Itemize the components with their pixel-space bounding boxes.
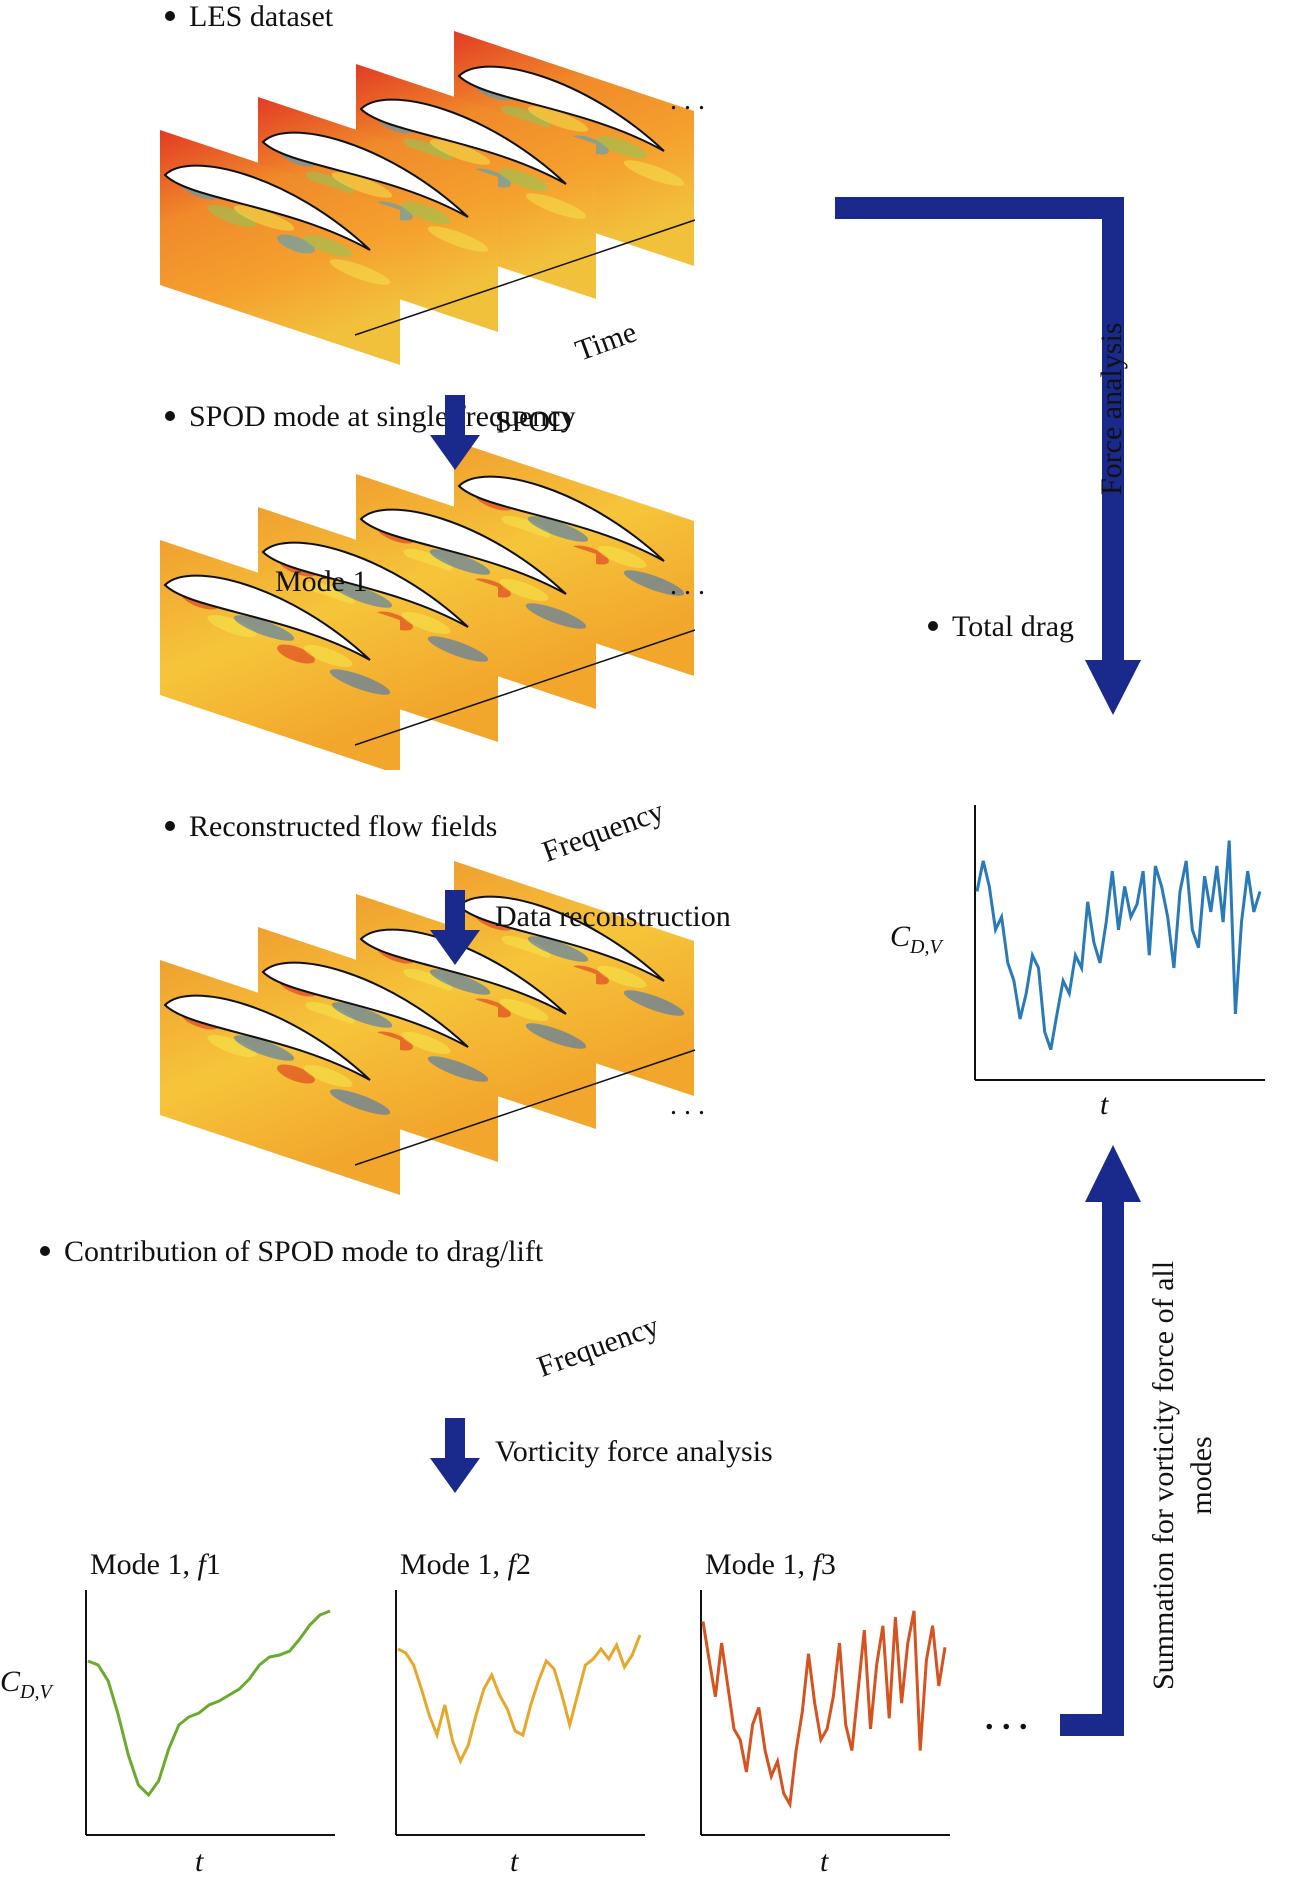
x-axis-label: t: [510, 1845, 519, 1878]
mode1-f3-chart: [700, 1590, 950, 1836]
airfoil-shape: [457, 895, 665, 982]
ellipsis: . . .: [670, 1090, 705, 1121]
down-arrow-icon: [430, 395, 480, 470]
airfoil-shape: [457, 65, 665, 152]
summation-label: Summation for vorticity force of all mod…: [1147, 1260, 1218, 1690]
force-analysis-arrow: [835, 197, 1141, 715]
les-flow-stack: [160, 31, 696, 365]
airfoil-shape: [163, 994, 371, 1081]
vorticity-arrow-label: Vorticity force analysis: [495, 1435, 773, 1468]
spod-mode-stack: [160, 441, 696, 770]
bullet-icon: [165, 821, 175, 832]
bullet-icon: [165, 11, 175, 22]
airfoil-shape: [359, 928, 567, 1015]
section-spod-mode: SPOD mode at single frequency: [165, 400, 576, 434]
y-axis-label: CD,V: [890, 920, 942, 958]
reconstructed-stack: [160, 861, 696, 1195]
airfoil-shape: [359, 98, 567, 185]
bullet-icon: [165, 411, 175, 422]
mini-chart-title: Mode 1, f1: [90, 1548, 221, 1581]
reconstruction-arrow-label: Data reconstruction: [495, 900, 731, 933]
down-arrow-icon: [430, 890, 480, 965]
mini-chart-title: Mode 1, f2: [400, 1548, 531, 1581]
spod-arrow-label: SPOD: [495, 405, 572, 438]
ellipsis: . . .: [670, 570, 705, 601]
airfoil-shape: [261, 541, 469, 628]
mode1-f2-chart: [395, 1590, 645, 1836]
down-arrow-icon: [430, 1418, 480, 1493]
airfoil-shape: [163, 574, 371, 661]
mode1-label: Mode 1: [275, 565, 368, 598]
total-drag-chart: [974, 805, 1265, 1081]
mini-chart-title: Mode 1, f3: [705, 1548, 836, 1581]
f2-series-line: [397, 1634, 642, 1765]
trailing-ellipsis: . . .: [985, 1700, 1028, 1737]
frequency-axis-label: Frequency: [533, 1309, 664, 1384]
airfoil-shape: [359, 508, 567, 595]
mode1-f1-chart: [85, 1590, 335, 1836]
x-axis-label: t: [1100, 1088, 1109, 1121]
bullet-icon: [928, 621, 938, 632]
bullet-icon: [40, 1246, 50, 1257]
ellipsis: . . .: [670, 85, 705, 116]
f3-series-line: [701, 1610, 947, 1809]
flow-field-panel: [160, 960, 400, 1195]
x-axis-label: t: [820, 1845, 829, 1878]
airfoil-shape: [261, 961, 469, 1048]
x-axis-label: t: [195, 1845, 204, 1878]
summation-arrow: [1060, 1145, 1141, 1736]
y-axis-label: CD,V: [0, 1665, 52, 1703]
section-reconstructed: Reconstructed flow fields: [165, 810, 497, 844]
airfoil-shape: [457, 475, 665, 562]
flow-field-panel: [160, 130, 400, 365]
f1-series-line: [87, 1609, 331, 1798]
force-analysis-label: Force analysis: [1095, 322, 1128, 495]
section-total-drag: Total drag: [928, 610, 1074, 644]
frequency-axis-label: Frequency: [538, 794, 669, 869]
total-drag-series-line: [975, 840, 1262, 1051]
flow-field-panel: [160, 540, 400, 770]
airfoil-shape: [261, 131, 469, 218]
section-les-dataset: LES dataset: [165, 0, 333, 34]
airfoil-shape: [163, 164, 371, 251]
section-contribution: Contribution of SPOD mode to drag/lift: [40, 1235, 543, 1269]
